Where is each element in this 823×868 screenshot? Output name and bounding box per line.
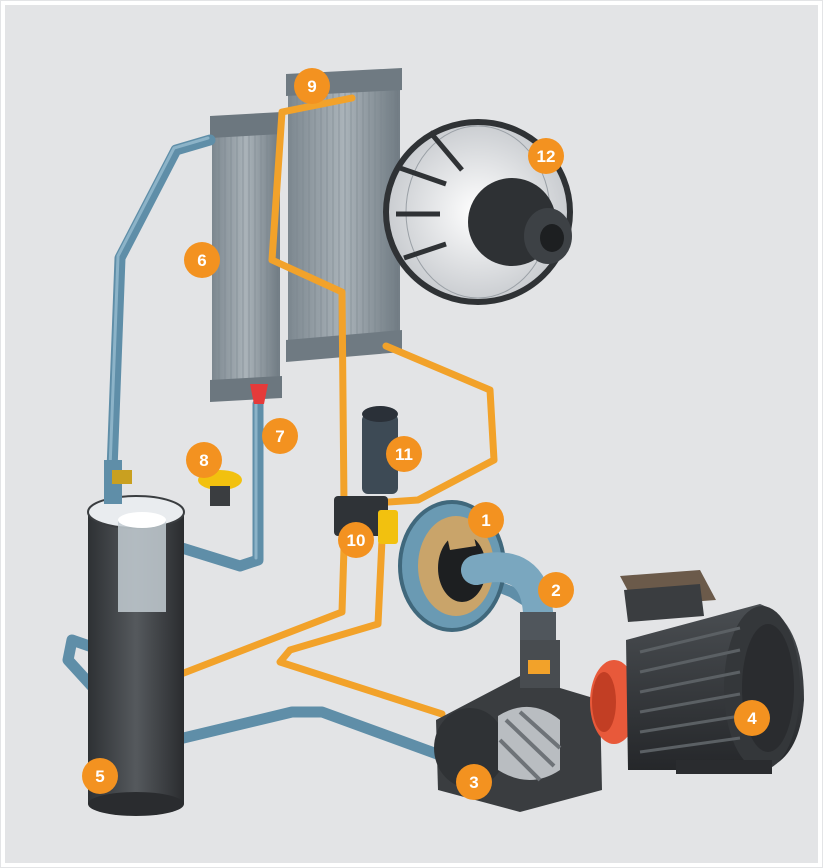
air-piping-highlight [108,136,258,560]
badge-10: 10 [338,522,374,558]
badge-circle [262,418,298,454]
badge-circle [186,442,222,478]
badge-circle [468,502,504,538]
badge-label: 8 [199,451,208,470]
badge-label: 6 [197,251,206,270]
badge-11: 11 [386,436,422,472]
badge-label: 11 [395,445,413,464]
badge-9: 9 [294,68,330,104]
badge-12: 12 [528,138,564,174]
badge-circle [456,764,492,800]
badge-circle [528,138,564,174]
badge-label: 10 [347,531,366,550]
badge-circle [734,700,770,736]
badge-6: 6 [184,242,220,278]
intake-elbow-icon [461,552,556,640]
badge-label: 1 [481,511,490,530]
badge-circle [294,68,330,104]
badge-label: 2 [551,581,560,600]
oil-filter-icon [362,406,398,494]
coupling-icon [590,660,638,744]
badge-label: 12 [537,147,556,166]
badge-7: 7 [262,418,298,454]
badge-2: 2 [538,572,574,608]
badge-3: 3 [456,764,492,800]
badge-label: 5 [95,767,104,786]
badge-circle [82,758,118,794]
badge-circle [184,242,220,278]
badge-8: 8 [186,442,222,478]
badge-5: 5 [82,758,118,794]
badge-label: 7 [275,427,284,446]
badge-1: 1 [468,502,504,538]
badge-label: 4 [747,709,757,728]
cooling-fan-icon [383,119,573,305]
badge-label: 9 [307,77,316,96]
drain-valve-icon [250,384,268,404]
badge-circle [538,572,574,608]
badge-label: 3 [469,773,478,792]
badge-circle [338,522,374,558]
separator-tank-icon [87,460,185,816]
badge-circle [386,436,422,472]
badge-4: 4 [734,700,770,736]
